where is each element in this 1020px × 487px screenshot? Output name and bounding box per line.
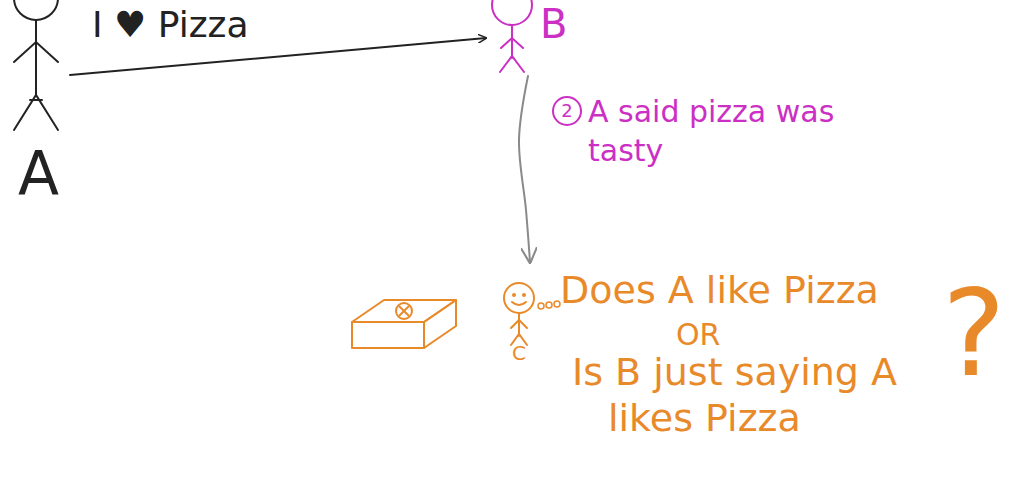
person-letter: C	[512, 342, 526, 364]
person-letter: A	[18, 140, 59, 206]
thought-text: Does A like Pizza	[560, 270, 879, 312]
stick-figure-node: C	[498, 262, 540, 368]
connector-arrow	[519, 76, 530, 262]
pizza-box	[352, 300, 456, 348]
thought-text: likes Pizza	[608, 398, 801, 440]
stick-figure	[504, 283, 534, 345]
thought-text: OR	[676, 318, 720, 351]
edge-label: I ♥ Pizza	[92, 2, 249, 49]
thought-dots	[538, 301, 560, 309]
stick-figure-node: A	[4, 0, 70, 208]
thought-text: Is B just saying A	[572, 352, 897, 394]
callout-number: 2	[552, 96, 582, 126]
edge-label: A said pizza was tasty	[588, 92, 878, 170]
stick-figure-node: B	[486, 0, 578, 76]
stick-figure	[492, 0, 532, 72]
person-letter: B	[540, 2, 567, 46]
question-mark: ?	[942, 268, 1006, 400]
stick-figure	[14, 0, 58, 130]
